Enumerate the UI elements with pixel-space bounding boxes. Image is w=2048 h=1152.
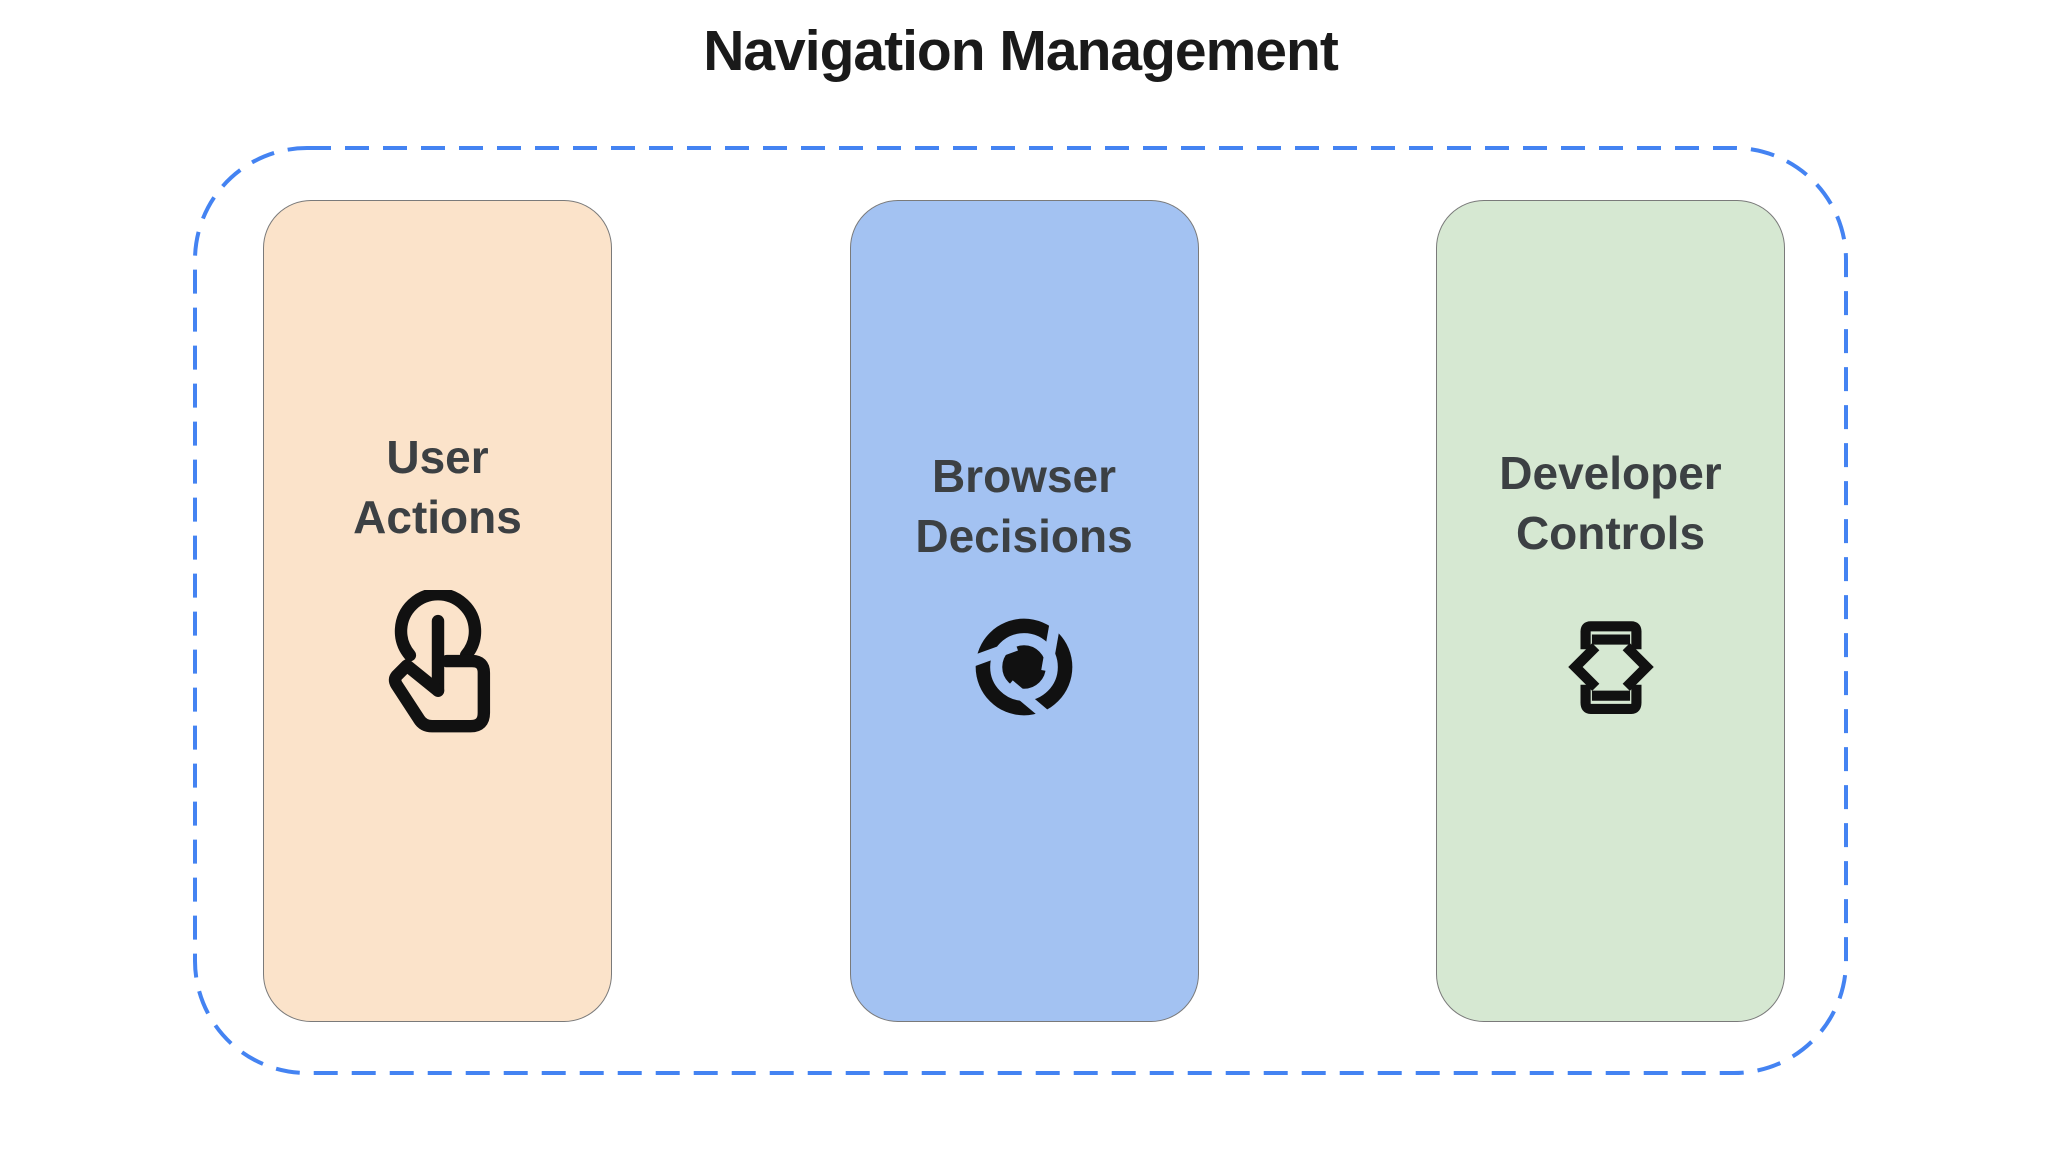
- card-label-line: Actions: [353, 491, 522, 543]
- card-label-line: Controls: [1515, 507, 1706, 559]
- card-user-actions: User Actions: [263, 200, 612, 1022]
- developer-mode-icon: [1550, 606, 1672, 728]
- card-label-line: Developer: [1499, 447, 1722, 500]
- navigation-management-group: User Actions Browser Decisions: [193, 146, 1848, 1075]
- card-label-line: Decisions: [915, 510, 1133, 562]
- diagram-title: Navigation Management: [703, 19, 1339, 83]
- card-browser-decisions-label: Browser Decisions: [915, 447, 1132, 567]
- chrome-browser-icon: [966, 609, 1082, 725]
- touch-gesture-icon: [367, 589, 509, 744]
- card-developer-controls-label: Developer Controls: [1499, 444, 1721, 564]
- card-user-actions-label: User Actions: [353, 428, 522, 548]
- card-label-line: Browser: [931, 450, 1117, 503]
- card-developer-controls: Developer Controls: [1436, 200, 1785, 1022]
- card-label-line: User: [386, 431, 489, 484]
- card-browser-decisions: Browser Decisions: [849, 200, 1199, 1022]
